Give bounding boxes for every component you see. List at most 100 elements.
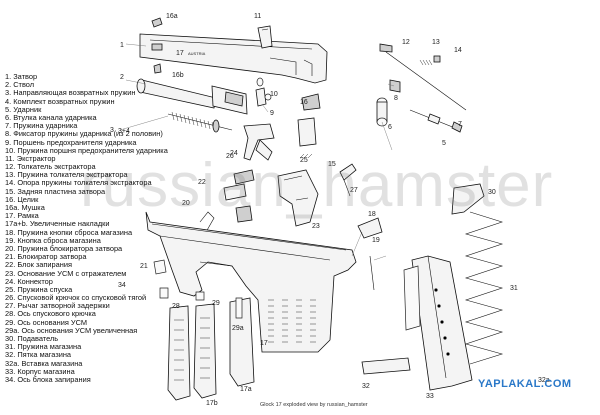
- callout-28: 28: [172, 303, 180, 310]
- safety-plunger-part: [255, 77, 272, 107]
- callout-29a: 29a: [232, 325, 244, 332]
- callout-17: 17: [260, 340, 268, 347]
- callout-24: 24: [230, 150, 238, 157]
- legend-item: 6. Втулка канала ударника: [5, 112, 97, 122]
- magazine-floorplate-part: [361, 357, 411, 375]
- callout-34: 34: [118, 282, 126, 289]
- legend-item: 15. Задняя пластина затвора: [5, 186, 106, 196]
- callout-1: 1: [120, 42, 124, 49]
- legend-item: 10. Пружина поршня предохранителя ударни…: [5, 145, 168, 155]
- callout-9: 9: [270, 110, 274, 117]
- magazine-follower-part: [451, 183, 485, 215]
- legend-item: 28. Ось спускового крючка: [5, 309, 96, 319]
- firing-pin-liner-part: [376, 79, 401, 127]
- legend-item: 4. Комплект возвратных пружин: [5, 96, 115, 106]
- callout-5: 5: [442, 140, 446, 147]
- legend-item: 30. Подаватель: [5, 334, 59, 343]
- callout-27: 27: [350, 187, 358, 194]
- slide-stop-lever-part: [339, 163, 357, 197]
- magazine-body-part: [403, 255, 473, 391]
- front-sight-part: [151, 17, 163, 74]
- locking-block-part: [223, 183, 253, 223]
- legend-item: 3. Направляющая возвратных пружин: [5, 88, 136, 98]
- slide-sub-marking: AUSTRIA: [188, 51, 206, 56]
- legend-item: 18. Пружина кнопки сброса магазина: [5, 227, 133, 237]
- callout-14: 14: [454, 47, 462, 54]
- callout-labels: 1 2 3 3+4 5 6 7 8 9 10 11 12 13 14 15 16…: [110, 13, 550, 407]
- callout-16b: 16b: [172, 72, 184, 79]
- legend-item: 25. Пружина спуска: [5, 284, 73, 294]
- callout-30: 30: [488, 189, 496, 196]
- legend-item: 9. Поршень предохранителя ударника: [5, 137, 137, 147]
- callout-3: 3: [110, 127, 114, 134]
- trigger-housing-part: [277, 169, 319, 227]
- callout-32: 32: [362, 383, 370, 390]
- barrel-part: [136, 78, 248, 115]
- backstrap-inserts: [167, 297, 255, 401]
- legend-item: 2. Ствол: [5, 80, 35, 90]
- legend-item: 11. Экстрактор: [5, 153, 56, 163]
- callout-17b: 17b: [206, 400, 218, 407]
- callout-19: 19: [372, 237, 380, 244]
- callout-33: 33: [426, 393, 434, 400]
- legend-item: 29a. Ось основания УСМ увеличенная: [5, 325, 138, 335]
- callout-8: 8: [394, 95, 398, 102]
- legend-item: 14. Опора пружины толкателя экстрактора: [5, 178, 152, 188]
- callout-3-4: 3+4: [118, 128, 130, 135]
- recoil-spring-assembly: [167, 111, 233, 133]
- legend-item: 1. Затвор: [5, 72, 38, 81]
- legend-item: 29. Ось основания УСМ: [5, 317, 87, 327]
- diagram-caption: Glock 17 exploded view by russian_hamste…: [260, 402, 368, 408]
- callout-23: 23: [312, 223, 320, 230]
- legend-item: 19. Кнопка сброса магазина: [5, 235, 101, 245]
- magazine-spring-part: [464, 211, 504, 365]
- callout-16a: 16a: [166, 13, 178, 20]
- extractor-part: [257, 25, 273, 49]
- callout-10: 10: [270, 91, 278, 98]
- callout-26: 26: [226, 153, 234, 160]
- site-watermark: YAPLAKAL.COM: [478, 378, 572, 390]
- legend-item: 24. Коннектор: [5, 276, 53, 286]
- callout-21: 21: [140, 263, 148, 270]
- callout-25: 25: [300, 157, 308, 164]
- callout-22: 22: [198, 179, 206, 186]
- callout-32a: 32a: [538, 377, 550, 384]
- slide-cover-plate-part: [297, 117, 317, 147]
- callout-6: 6: [388, 124, 392, 131]
- firing-pin-part: [409, 109, 463, 133]
- legend-item: 17. Рамка: [5, 211, 39, 221]
- callout-12: 12: [402, 39, 410, 46]
- legend-item: 13. Пружина толкателя экстрактора: [5, 170, 128, 180]
- extractor-plunger-set: [379, 43, 467, 111]
- legend-item: 31. Пружина магазина: [5, 342, 82, 352]
- legend-item: 34. Ось блока запирания: [5, 374, 91, 384]
- callout-29: 29: [212, 300, 220, 307]
- trigger-mechanism: [233, 123, 313, 185]
- callout-11: 11: [254, 13, 261, 20]
- callout-13: 13: [432, 39, 440, 46]
- legend-item: 12. Толкатель экстрактора: [5, 162, 96, 172]
- magazine-catch-part: [357, 217, 383, 291]
- legend-item: 27. Рычаг затворной задержки: [5, 301, 110, 311]
- legend-item: 16. Целик: [5, 194, 39, 204]
- legend-item: 7. Пружина ударника: [5, 121, 78, 131]
- callout-15: 15: [328, 161, 336, 168]
- frame-pins: [153, 259, 243, 319]
- slide-marking: 17: [176, 50, 184, 57]
- legend-item: 33. Корпус магазина: [5, 366, 75, 376]
- legend-item: 20. Пружина блокиратора затвора: [5, 243, 123, 253]
- legend-item: 21. Блокиратор затвора: [5, 252, 87, 262]
- legend-item: 17a+b. Увеличенные накладки: [5, 219, 110, 229]
- legend-item: 16a. Мушка: [5, 203, 45, 212]
- callout-31: 31: [510, 285, 518, 292]
- callout-16: 16: [300, 99, 308, 106]
- legend-item: 5. Ударник: [5, 104, 42, 114]
- callout-20: 20: [182, 200, 190, 207]
- callout-17a: 17a: [240, 386, 252, 393]
- callout-2: 2: [120, 74, 124, 81]
- slide-lock-spring-part: [199, 211, 215, 233]
- legend-item: 32a. Вставка магазина: [5, 358, 83, 368]
- legend-item: 22. Блок запирания: [5, 260, 72, 270]
